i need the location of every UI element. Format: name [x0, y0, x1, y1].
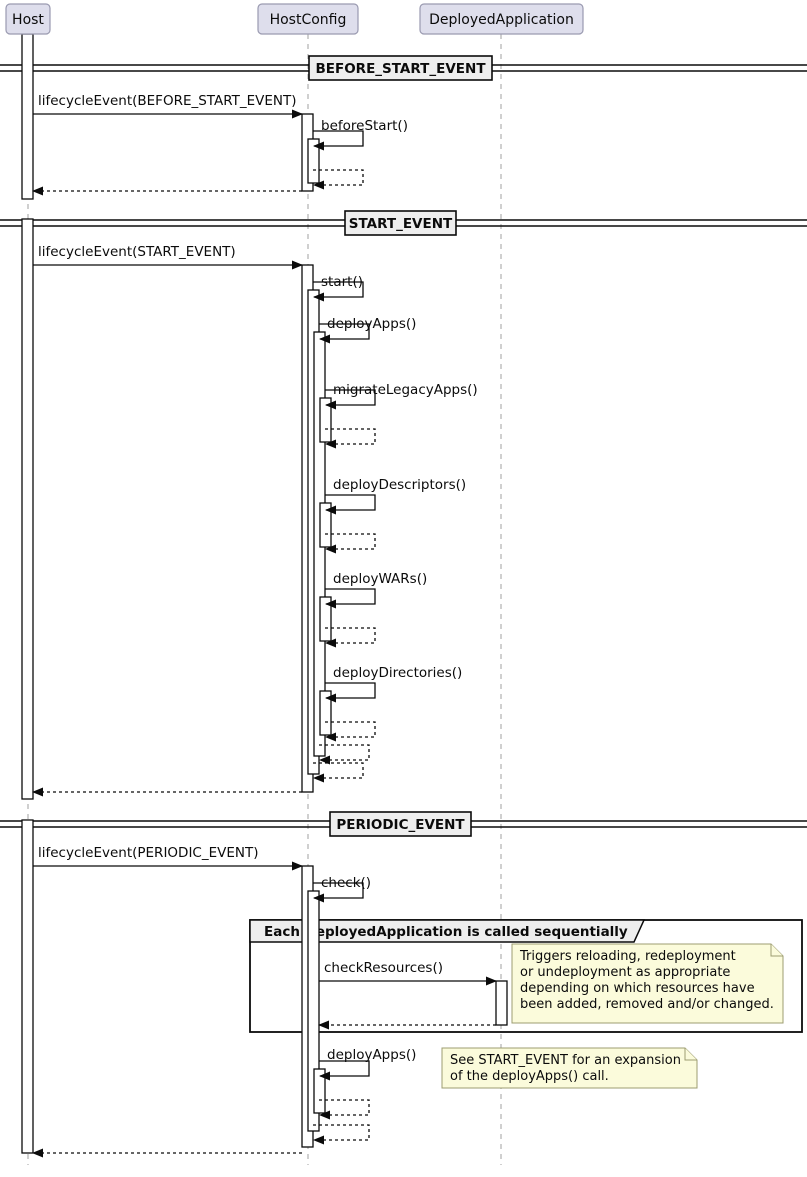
message-msg-migrate-legacy-apps-return: [325, 428, 376, 449]
divider-box: [329, 811, 472, 837]
message-label: lifecycleEvent(BEFORE_START_EVENT): [38, 93, 297, 109]
message-label: checkResources(): [324, 960, 443, 976]
message-label: deployDirectories(): [333, 665, 462, 681]
dividers-layer: BEFORE_START_EVENT START_EVENT PERIODIC_EV…: [0, 55, 807, 837]
message-msg-deploy-apps-start: deployApps(): [319, 316, 416, 344]
groups-layer: Each DeployedApplication is called seque…: [249, 919, 803, 1033]
self-message-arrow: [319, 1099, 370, 1120]
participant-label: HostConfig: [270, 12, 347, 28]
message-label: check(): [321, 875, 371, 891]
message-msg-before-start: beforeStart(): [313, 118, 408, 151]
message-label: start(): [321, 274, 363, 290]
message-msg-deploy-wars: deployWARs(): [325, 571, 427, 609]
activations-layer: [21, 33, 508, 1154]
divider-box: [344, 210, 457, 236]
self-message-arrow: [313, 169, 364, 190]
divider-periodic-event: PERIODIC_EVENT: [0, 811, 807, 837]
activation-bar: [21, 33, 34, 200]
participant-box[interactable]: [419, 3, 584, 35]
message-msg-deploy-apps-periodic-return: [319, 1099, 370, 1120]
self-message-arrow: [319, 744, 370, 765]
participant-app[interactable]: DeployedApplication: [419, 3, 584, 35]
self-message-arrow: [325, 721, 376, 742]
self-message-arrow: [313, 762, 364, 783]
note-fold-corner: [684, 1048, 697, 1061]
message-msg-deploy-descriptors-return: [325, 533, 376, 554]
note-line: or undeployment as appropriate: [520, 965, 730, 980]
message-msg-migrate-legacy-apps: migrateLegacyApps(): [325, 382, 478, 410]
message-label: migrateLegacyApps(): [333, 382, 478, 398]
self-message-arrow: [325, 428, 376, 449]
activation-bar: [495, 980, 508, 1026]
message-msg-deploy-directories: deployDirectories(): [325, 665, 462, 703]
divider-start-event: START_EVENT: [0, 210, 807, 236]
participant-config[interactable]: HostConfig: [257, 3, 359, 35]
activation-bar: [307, 890, 320, 1132]
message-label: deployApps(): [327, 1047, 416, 1063]
divider-before-start-event: BEFORE_START_EVENT: [0, 55, 807, 81]
messages-layer: lifecycleEvent(BEFORE_START_EVENT)before…: [32, 93, 497, 1158]
self-message-arrow: [319, 1060, 370, 1081]
self-message-arrow: [313, 1124, 370, 1145]
self-message-arrow: [325, 533, 376, 554]
self-message-arrow: [325, 682, 376, 703]
divider-box: [308, 55, 493, 81]
message-msg-lifecycle-periodic: lifecycleEvent(PERIODIC_EVENT): [33, 845, 303, 871]
participant-label: DeployedApplication: [429, 12, 574, 28]
participants-layer: Host HostConfig DeployedApplication: [5, 3, 584, 35]
group-each-deployed-application: Each DeployedApplication is called seque…: [249, 919, 803, 1033]
note-fold-corner: [770, 944, 783, 957]
note-body: [511, 943, 784, 1024]
message-msg-lifecycle-before-start: lifecycleEvent(BEFORE_START_EVENT): [33, 93, 303, 119]
self-message-arrow: [313, 882, 364, 903]
participant-host[interactable]: Host: [5, 3, 51, 35]
message-msg-start: start(): [313, 274, 364, 302]
message-msg-deploy-wars-return: [325, 627, 376, 648]
message-msg-deploy-apps-start-return: [319, 744, 370, 765]
self-message-arrow: [313, 130, 364, 151]
self-message-arrow: [313, 281, 364, 302]
divider-label: PERIODIC_EVENT: [336, 817, 465, 833]
self-message-arrow: [325, 588, 376, 609]
message-msg-check-return: [313, 1124, 370, 1145]
note-line: Triggers reloading, redeployment: [519, 949, 736, 964]
note-line: depending on which resources have: [520, 981, 755, 996]
message-msg-deploy-apps-periodic: deployApps(): [319, 1047, 416, 1081]
self-message-arrow: [319, 323, 370, 344]
message-msg-lifecycle-start: lifecycleEvent(START_EVENT): [33, 244, 303, 270]
note-line: of the deployApps() call.: [450, 1069, 609, 1084]
note-line: been added, removed and/or changed.: [520, 997, 774, 1012]
divider-label: BEFORE_START_EVENT: [315, 61, 486, 77]
message-msg-deploy-descriptors: deployDescriptors(): [325, 477, 466, 515]
note-body: [441, 1047, 698, 1089]
divider-label: START_EVENT: [349, 216, 453, 232]
activation-bar: [21, 819, 34, 1154]
message-label: lifecycleEvent(START_EVENT): [38, 244, 236, 260]
message-label: deployWARs(): [333, 571, 427, 587]
note-line: See START_EVENT for an expansion: [450, 1053, 681, 1068]
participant-label: Host: [12, 12, 44, 28]
self-message-arrow: [325, 389, 376, 410]
message-msg-check: check(): [313, 875, 371, 903]
message-label: beforeStart(): [321, 118, 408, 134]
message-msg-check-resources: checkResources(): [319, 960, 497, 986]
activation-bar: [21, 218, 34, 800]
message-msg-before-start-return: [313, 169, 364, 190]
participant-box[interactable]: [5, 3, 51, 35]
self-message-arrow: [325, 494, 376, 515]
message-msg-start-return: [313, 762, 364, 783]
message-label: lifecycleEvent(PERIODIC_EVENT): [38, 845, 259, 861]
participant-box[interactable]: [257, 3, 359, 35]
group-label: Each DeployedApplication is called seque…: [264, 924, 628, 940]
self-message-arrow: [325, 627, 376, 648]
message-msg-deploy-directories-return: [325, 721, 376, 742]
message-label: deployDescriptors(): [333, 477, 466, 493]
message-label: deployApps(): [327, 316, 416, 332]
group-tab: [249, 919, 646, 943]
